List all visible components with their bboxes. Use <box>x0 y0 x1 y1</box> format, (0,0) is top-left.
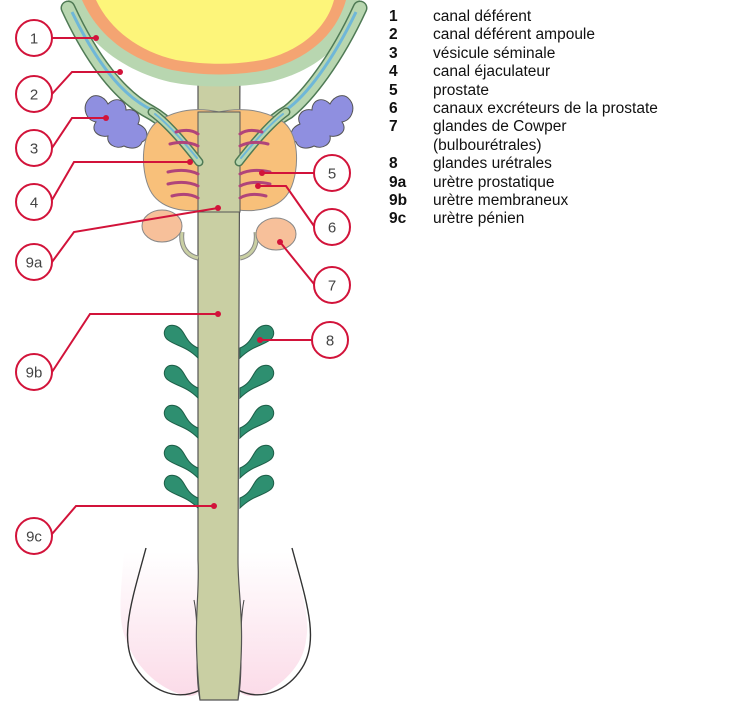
legend-num: 9a <box>389 174 433 192</box>
legend-text: canal éjaculateur <box>433 63 550 81</box>
legend-text: canal déférent <box>433 8 531 26</box>
callout-label-1: 1 <box>30 31 38 48</box>
legend-num: 2 <box>389 26 433 44</box>
legend-text: urètre prostatique <box>433 174 555 192</box>
legend-text: canal déférent ampoule <box>433 26 595 44</box>
legend-num: 5 <box>389 82 433 100</box>
callout-label-9a: 9a <box>26 255 43 272</box>
legend-text: prostate <box>433 82 489 100</box>
callout-label-2: 2 <box>30 87 38 104</box>
legend-num: 3 <box>389 45 433 63</box>
legend-num: 4 <box>389 63 433 81</box>
legend-text: vésicule séminale <box>433 45 555 63</box>
legend-text: glandes urétrales <box>433 155 552 173</box>
callout-label-9c: 9c <box>26 529 42 546</box>
legend-num: 1 <box>389 8 433 26</box>
legend-text: glandes de Cowper (bulbourétrales) <box>433 118 567 155</box>
callout-label-9b: 9b <box>26 365 43 382</box>
legend-num: 6 <box>389 100 433 118</box>
callout-label-8: 8 <box>326 333 334 350</box>
callout-label-6: 6 <box>328 220 336 237</box>
legend-text: canaux excréteurs de la prostate <box>433 100 658 118</box>
callout-label-7: 7 <box>328 278 336 295</box>
legend-text: urètre pénien <box>433 210 524 228</box>
legend-num: 9b <box>389 192 433 210</box>
callout-label-5: 5 <box>328 166 336 183</box>
legend-num: 8 <box>389 155 433 173</box>
legend-num: 7 <box>389 118 433 136</box>
legend-text: urètre membraneux <box>433 192 568 210</box>
callout-label-3: 3 <box>30 141 38 158</box>
legend-num: 9c <box>389 210 433 228</box>
callout-label-4: 4 <box>30 195 38 212</box>
